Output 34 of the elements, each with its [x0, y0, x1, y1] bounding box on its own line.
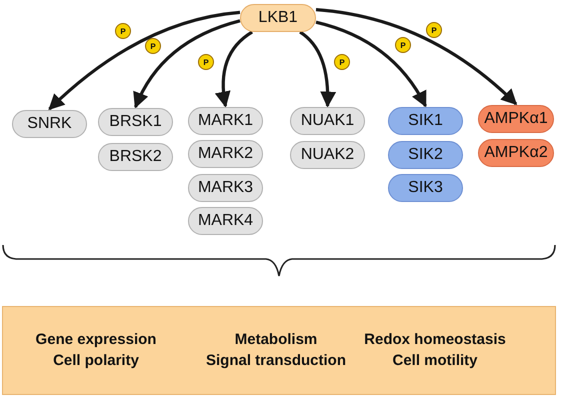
process-label: Cell polarity [53, 352, 139, 369]
outcome-panel [2, 306, 556, 395]
process-label: Redox homeostasis [364, 331, 506, 348]
arrow [134, 19, 240, 108]
kinase-pill: SIK3 [388, 174, 463, 202]
arrow [48, 10, 240, 110]
phosphate-badge: P [145, 38, 161, 54]
kinase-pill: MARK2 [188, 140, 263, 168]
phosphate-badge: P [395, 37, 411, 53]
process-label: Metabolism [234, 331, 318, 348]
kinase-pill: AMPKα2 [478, 139, 554, 167]
kinase-pill: NUAK1 [290, 107, 365, 135]
kinase-pill: MARK1 [188, 107, 263, 135]
arrow [299, 30, 336, 108]
kinase-pill: LKB1 [240, 4, 316, 32]
arrow [215, 30, 254, 108]
arrow [316, 8, 518, 106]
kinase-pill: BRSK1 [98, 108, 173, 136]
kinase-pill: AMPKα1 [478, 105, 554, 133]
phosphate-badge: P [198, 54, 214, 70]
process-label: Signal transduction [206, 352, 346, 369]
kinase-pill: SNRK [12, 110, 87, 138]
process-label: Cell motility [392, 352, 478, 369]
kinase-pill: SIK1 [388, 107, 463, 135]
kinase-pill: BRSK2 [98, 143, 173, 171]
kinase-pill: SIK2 [388, 141, 463, 169]
arrow [316, 20, 427, 108]
phosphate-badge: P [334, 54, 350, 70]
kinase-pill: MARK4 [188, 207, 263, 235]
process-label: Gene expression [36, 331, 156, 348]
phosphate-badge: P [426, 22, 442, 38]
kinase-pill: MARK3 [188, 174, 263, 202]
phosphate-badge: P [115, 23, 131, 39]
kinase-pill: NUAK2 [290, 141, 365, 169]
